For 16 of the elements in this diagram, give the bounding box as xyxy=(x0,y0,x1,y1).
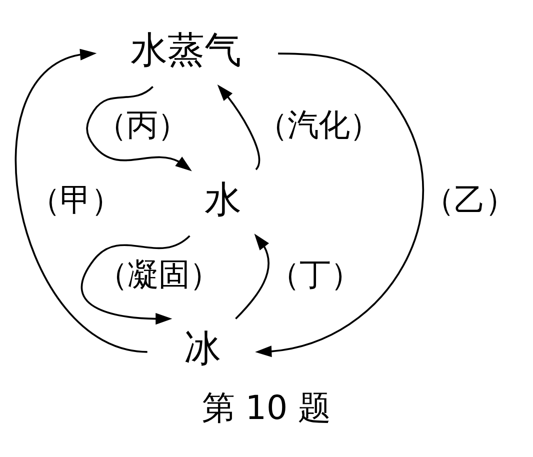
node-text: 水蒸气 xyxy=(130,28,242,72)
edge-label: （丙） xyxy=(95,108,188,144)
arrow xyxy=(15,48,148,353)
arrow xyxy=(217,84,260,170)
edge-label: （凝固） xyxy=(96,256,220,293)
arrow xyxy=(235,234,270,320)
edge-label: （乙） xyxy=(423,182,516,218)
edge-label: （汽化） xyxy=(256,108,381,144)
arrow xyxy=(255,52,424,358)
arrow xyxy=(86,86,192,172)
node-text: 冰 xyxy=(184,327,222,370)
edge-label: （丁） xyxy=(268,256,362,293)
node-text: 水 xyxy=(204,178,242,221)
arrow xyxy=(81,235,190,325)
edge-label: （甲） xyxy=(28,182,122,218)
caption: 第 10 题 xyxy=(202,388,332,427)
